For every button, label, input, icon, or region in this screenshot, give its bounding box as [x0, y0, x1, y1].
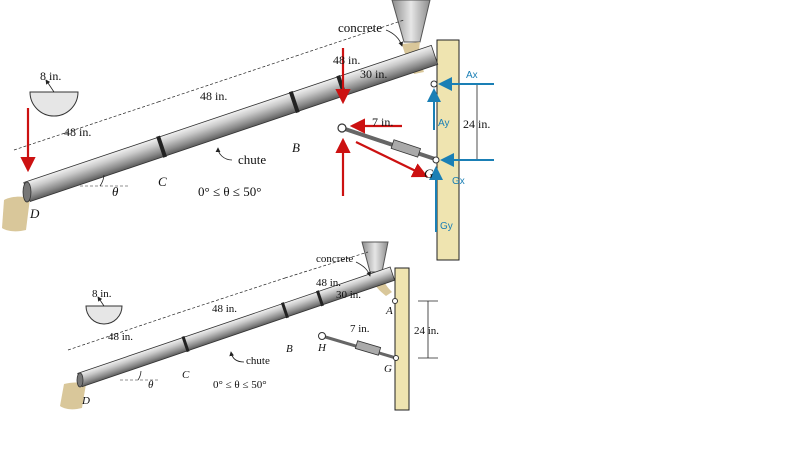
top-pin-a: [430, 80, 438, 88]
bottom-pin-h: [318, 332, 326, 340]
bottom-label-b: B: [286, 343, 293, 355]
top-label-d: D: [29, 206, 40, 221]
bottom-label-concrete: concrete: [316, 253, 353, 265]
top-dim-line-48b: [157, 55, 297, 103]
bottom-label-chute: chute: [246, 355, 270, 367]
bottom-section-detail: [85, 305, 123, 325]
bottom-label-theta: θ: [148, 379, 154, 391]
bottom-dim-line-48b: [177, 277, 286, 314]
bottom-theta-arc: [137, 370, 142, 381]
bottom-cylinder: [354, 340, 382, 356]
bottom-label-7: 7 in.: [350, 323, 370, 335]
bottom-joint-c: [181, 336, 190, 353]
top-section-detail: [29, 91, 79, 117]
bottom-label-48b: 48 in.: [212, 303, 237, 315]
top-label-24: 24 in.: [463, 117, 490, 131]
top-label-gx: Gx: [452, 176, 465, 187]
bottom-figure: concrete 48 in. 30 in. 48 in. 48 in. 7 i…: [60, 241, 439, 411]
top-strut: [341, 126, 439, 162]
bottom-chute: [77, 266, 396, 388]
bottom-label-24: 24 in.: [414, 325, 439, 337]
top-label-theta: θ: [112, 184, 119, 199]
top-pin-g: [432, 156, 440, 164]
bottom-concrete-spill: [60, 382, 86, 410]
top-joint-c: [156, 135, 167, 158]
top-label-ay: Ay: [438, 118, 450, 129]
top-cylinder: [390, 139, 422, 158]
top-wall: [436, 39, 460, 261]
top-label-ax: Ax: [466, 70, 478, 81]
bottom-pin-a: [392, 298, 398, 304]
top-label-chute: chute: [238, 152, 266, 167]
top-label-48c: 48 in.: [333, 53, 360, 67]
top-label-g: G: [424, 166, 434, 181]
top-figure: concrete 48 in. 30 in. 48 in. 48 in. 7 i…: [2, 0, 494, 261]
top-joint-b: [288, 90, 300, 114]
top-label-7: 7 in.: [372, 115, 393, 129]
bottom-label-48c: 48 in.: [316, 277, 341, 289]
bottom-label-h: H: [317, 342, 327, 354]
top-dim-line-48c: [295, 19, 405, 57]
bottom-pin-g: [393, 355, 399, 361]
top-label-gy: Gy: [440, 221, 453, 232]
top-label-30: 30 in.: [360, 67, 387, 81]
bottom-label-a: A: [385, 305, 393, 317]
top-red-arrow-g: [355, 141, 428, 178]
top-label-48b: 48 in.: [200, 89, 227, 103]
bottom-label-d: D: [81, 395, 90, 407]
top-label-concrete: concrete: [338, 20, 382, 35]
bottom-joint-h: [315, 290, 324, 307]
top-label-c: C: [158, 174, 167, 189]
top-hopper: [391, 0, 431, 43]
bottom-label-g: G: [384, 363, 392, 375]
top-concrete-spill: [2, 196, 30, 232]
bottom-dim-line-48c: [284, 251, 369, 279]
bottom-label-c: C: [182, 369, 190, 381]
top-label-48a: 48 in.: [64, 125, 91, 139]
bottom-wall: [394, 267, 410, 411]
bottom-label-48a: 48 in.: [108, 331, 133, 343]
bottom-joint-b: [280, 302, 289, 319]
bottom-label-8: 8 in.: [92, 288, 112, 300]
bottom-chute-end: [76, 372, 84, 388]
bottom-dim-line-48a: [67, 312, 179, 351]
top-label-b: B: [292, 140, 300, 155]
bottom-label-range: 0° ≤ θ ≤ 50°: [213, 379, 267, 391]
top-label-range: 0° ≤ θ ≤ 50°: [198, 184, 261, 199]
bottom-hopper: [361, 241, 389, 273]
top-pin-h: [337, 123, 347, 133]
top-chute-end: [22, 181, 32, 203]
bottom-label-30: 30 in.: [336, 289, 361, 301]
top-label-8: 8 in.: [40, 69, 61, 83]
top-dim-line-48a: [13, 101, 159, 151]
